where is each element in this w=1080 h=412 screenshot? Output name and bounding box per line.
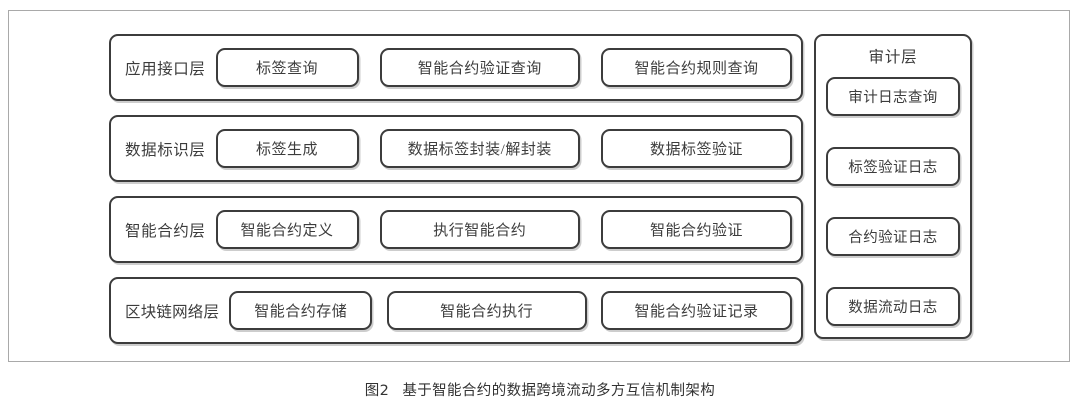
layer-cell-box[interactable]: 标签生成 xyxy=(215,129,359,168)
audit-layer-panel: 审计层 审计日志查询 标签验证日志 合约验证日志 数据流动日志 xyxy=(814,34,972,339)
layer-title: 应用接口层 xyxy=(125,60,206,78)
layer-cells: 智能合约存储 智能合约执行 智能合约验证记录 xyxy=(229,279,792,342)
layer-cell-box[interactable]: 智能合约执行 xyxy=(386,291,587,330)
figure-frame: 应用接口层 标签查询 智能合约验证查询 智能合约规则查询 数据标识层 标签生成 … xyxy=(8,10,1070,362)
audit-item-box[interactable]: 数据流动日志 xyxy=(826,287,960,326)
layer-row-data-identification: 数据标识层 标签生成 数据标签封装/解封装 数据标签验证 xyxy=(109,115,803,182)
layer-row-smart-contract: 智能合约层 智能合约定义 执行智能合约 智能合约验证 xyxy=(109,196,803,263)
layer-title: 智能合约层 xyxy=(125,222,206,240)
figure-caption-label: 图2 xyxy=(364,383,390,399)
layer-cells: 智能合约定义 执行智能合约 智能合约验证 xyxy=(215,198,792,261)
layer-title: 区块链网络层 xyxy=(125,303,220,321)
architecture-diagram: 应用接口层 标签查询 智能合约验证查询 智能合约规则查询 数据标识层 标签生成 … xyxy=(109,34,973,350)
audit-item-box[interactable]: 标签验证日志 xyxy=(826,147,960,186)
audit-layer-title: 审计层 xyxy=(868,49,918,66)
audit-item-box[interactable]: 审计日志查询 xyxy=(826,77,960,116)
layer-cells: 标签查询 智能合约验证查询 智能合约规则查询 xyxy=(215,36,792,99)
layer-cell-box[interactable]: 智能合约存储 xyxy=(229,291,373,330)
layer-cell-box[interactable]: 智能合约验证查询 xyxy=(379,48,580,87)
layer-cell-box[interactable]: 数据标签封装/解封装 xyxy=(379,129,580,168)
layer-row-blockchain-network: 区块链网络层 智能合约存储 智能合约执行 智能合约验证记录 xyxy=(109,277,803,344)
layer-cell-box[interactable]: 智能合约验证记录 xyxy=(600,291,792,330)
layer-cell-box[interactable]: 智能合约定义 xyxy=(215,210,359,249)
figure-caption: 图2 基于智能合约的数据跨境流动多方互信机制架构 xyxy=(0,379,1080,400)
layer-cell-box[interactable]: 智能合约规则查询 xyxy=(600,48,792,87)
layer-cell-box[interactable]: 数据标签验证 xyxy=(600,129,792,168)
audit-layer-items: 审计日志查询 标签验证日志 合约验证日志 数据流动日志 xyxy=(826,77,960,326)
layer-cell-box[interactable]: 标签查询 xyxy=(215,48,359,87)
layer-stack: 应用接口层 标签查询 智能合约验证查询 智能合约规则查询 数据标识层 标签生成 … xyxy=(109,34,803,344)
figure-caption-text: 基于智能合约的数据跨境流动多方互信机制架构 xyxy=(402,383,716,399)
layer-cell-box[interactable]: 智能合约验证 xyxy=(600,210,792,249)
layer-row-application-interface: 应用接口层 标签查询 智能合约验证查询 智能合约规则查询 xyxy=(109,34,803,101)
audit-item-box[interactable]: 合约验证日志 xyxy=(826,217,960,256)
layer-title: 数据标识层 xyxy=(125,141,206,159)
layer-cell-box[interactable]: 执行智能合约 xyxy=(379,210,580,249)
layer-cells: 标签生成 数据标签封装/解封装 数据标签验证 xyxy=(215,117,792,180)
